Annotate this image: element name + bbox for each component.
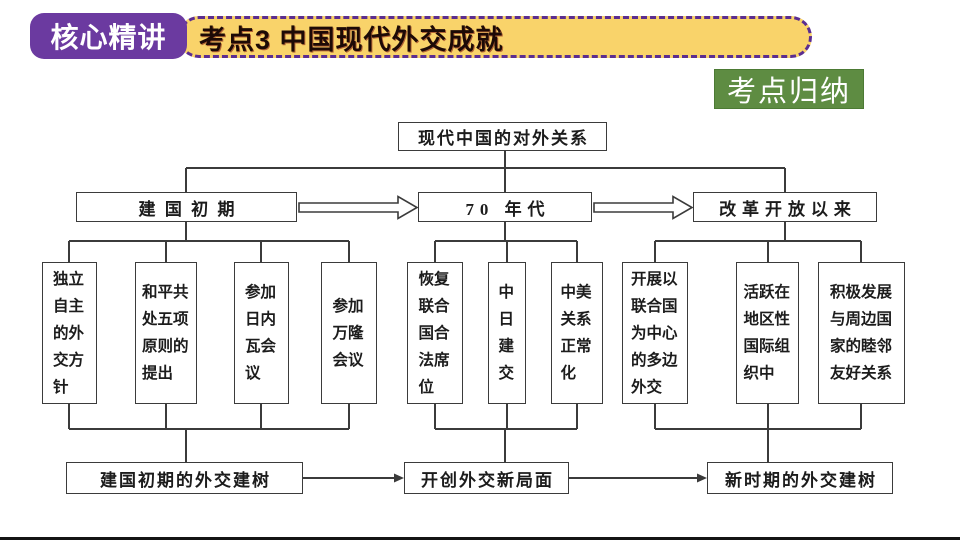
achievement-label: 参加日内瓦会议: [245, 284, 277, 382]
period-box-70s: 70 年代: [418, 192, 592, 222]
lesson-title: 考点3 中国现代外交成就: [199, 24, 504, 55]
lesson-title-banner: 考点3 中国现代外交成就: [178, 16, 812, 58]
slide-bottom-edge: [0, 537, 960, 540]
achievement-box: 开展以联合国为中心的多边外交: [622, 262, 688, 404]
achievement-label: 开展以联合国为中心的多边外交: [631, 270, 678, 396]
achievement-box: 中美关系正常化: [551, 262, 603, 404]
achievement-label: 参加万隆会议: [332, 297, 364, 369]
section-tag: 核心精讲: [30, 13, 187, 59]
summary-box-70s: 开创外交新局面: [404, 462, 569, 494]
period-box-reform: 改革开放以来: [693, 192, 877, 222]
achievement-box: 参加日内瓦会议: [234, 262, 289, 404]
achievement-label: 中日建交: [498, 284, 515, 382]
achievement-box: 独立自主的外交方针: [42, 262, 97, 404]
achievement-box: 中日建交: [488, 262, 526, 404]
summary-box-early: 建国初期的外交建树: [66, 462, 303, 494]
achievement-label: 恢复联合国合法席位: [418, 270, 450, 396]
achievement-box: 和平共处五项原则的提出: [135, 262, 197, 404]
achievement-label: 独立自主的外交方针: [53, 270, 85, 396]
summary-box-reform: 新时期的外交建树: [707, 462, 893, 494]
achievement-box: 恢复联合国合法席位: [407, 262, 463, 404]
achievement-label: 和平共处五项原则的提出: [142, 284, 189, 382]
achievement-box: 参加万隆会议: [321, 262, 377, 404]
achievement-label: 积极发展与周边国家的睦邻友好关系: [830, 284, 893, 382]
arrow-head-icon: [394, 473, 707, 483]
achievement-label: 活跃在地区性国际组织中: [743, 284, 791, 382]
section-tag-label: 核心精讲: [50, 22, 167, 53]
hollow-arrow-icon: [298, 195, 694, 220]
achievement-label: 中美关系正常化: [560, 284, 592, 382]
topic-summary-badge: 考点归纳: [714, 69, 864, 109]
period-box-early: 建国初期: [76, 192, 297, 222]
achievement-box: 积极发展与周边国家的睦邻友好关系: [818, 262, 905, 404]
achievement-box: 活跃在地区性国际组织中: [736, 262, 799, 404]
topic-summary-badge-label: 考点归纳: [726, 76, 851, 108]
root-box: 现代中国的对外关系: [398, 122, 607, 151]
